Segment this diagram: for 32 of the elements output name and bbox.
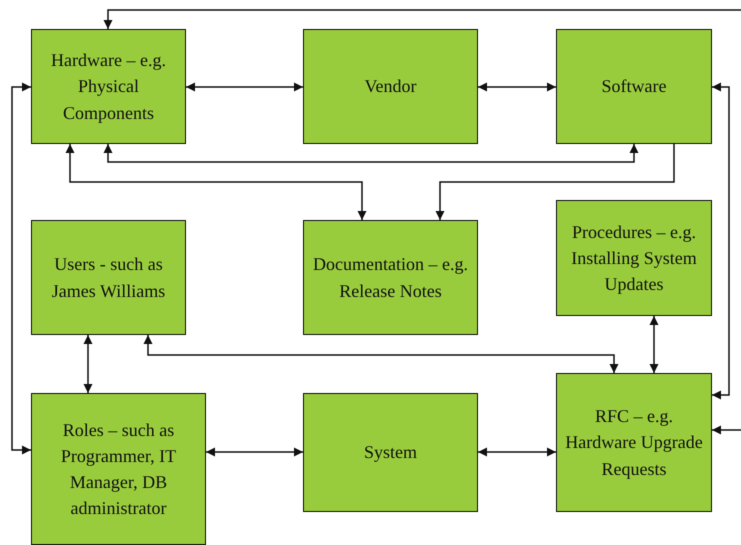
arrow xyxy=(478,82,556,92)
process-box xyxy=(31,393,206,545)
process-box xyxy=(556,373,712,512)
process-box xyxy=(31,220,186,335)
arrow xyxy=(144,335,618,373)
box-label: Hardware – e.g. Physical Components xyxy=(50,49,167,125)
arrow xyxy=(712,426,741,434)
box-label: Roles – such as Programmer, IT Manager, DB administrator xyxy=(60,418,178,520)
box-label: Users - such as James Williams xyxy=(50,253,166,302)
arrow xyxy=(478,448,556,456)
arrow xyxy=(186,82,303,92)
box-label: Vendor xyxy=(364,75,416,98)
process-box xyxy=(556,29,712,144)
process-box xyxy=(303,29,478,144)
process-box xyxy=(556,200,712,316)
arrow xyxy=(436,144,675,220)
box-label: Procedures – e.g. Installing System Updates xyxy=(570,220,698,296)
arrow xyxy=(104,9,741,29)
arrow xyxy=(84,335,92,393)
process-box xyxy=(31,29,186,144)
arrow xyxy=(11,82,31,454)
process-box xyxy=(303,393,478,512)
arrow xyxy=(206,448,303,456)
process-box xyxy=(303,220,478,335)
arrow xyxy=(650,316,658,373)
box-label: Software xyxy=(602,75,666,98)
arrow xyxy=(712,82,730,400)
arrow xyxy=(104,144,638,163)
box-label: RFC – e.g. Hardware Upgrade Requests xyxy=(565,405,703,481)
box-label: System xyxy=(364,441,417,464)
box-label: Documentation – e.g. Release Notes xyxy=(312,253,469,302)
arrow xyxy=(66,144,366,220)
